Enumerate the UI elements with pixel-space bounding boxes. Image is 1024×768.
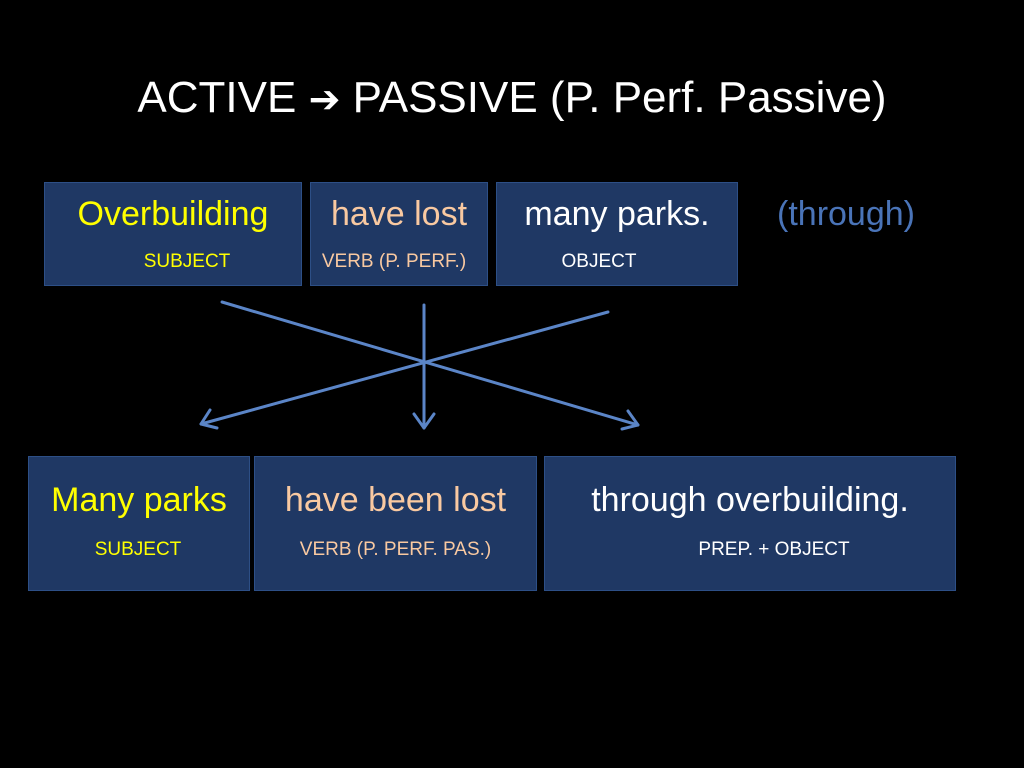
- active-object-box: [496, 182, 738, 286]
- passive-verb-role: VERB (P. PERF. PAS.): [299, 539, 492, 560]
- title-active: ACTIVE: [137, 73, 297, 122]
- active-verb-word: have lost: [330, 195, 468, 233]
- passive-object-box: [544, 456, 956, 591]
- active-object-role: OBJECT: [561, 251, 637, 272]
- passive-subject-role: SUBJECT: [94, 539, 182, 560]
- active-extra-word: (through): [777, 195, 915, 233]
- title-passive: PASSIVE (P. Perf. Passive): [352, 73, 887, 122]
- active-subject-word: Overbuilding: [77, 195, 269, 233]
- passive-subject-word: Many parks: [51, 481, 227, 519]
- passive-verb-word: have been lost: [284, 481, 507, 519]
- passive-object-word: through overbuilding.: [591, 481, 909, 519]
- active-verb-box: [310, 182, 488, 286]
- arrow-verb-to-verb: [412, 303, 436, 430]
- passive-verb-box: [254, 456, 537, 591]
- arrow-object-to-subject: [199, 310, 610, 430]
- passive-object-role: PREP. + OBJECT: [698, 539, 850, 560]
- active-object-word: many parks.: [524, 195, 710, 233]
- arrow-right-icon: ➔: [308, 77, 341, 121]
- active-subject-box: [44, 182, 302, 286]
- active-verb-role: VERB (P. PERF.): [321, 251, 467, 272]
- slide-title: ACTIVE ➔ PASSIVE (P. Perf. Passive): [0, 68, 1024, 129]
- active-subject-role: SUBJECT: [143, 251, 231, 272]
- arrow-subject-to-object: [220, 300, 640, 431]
- passive-subject-box: [28, 456, 250, 591]
